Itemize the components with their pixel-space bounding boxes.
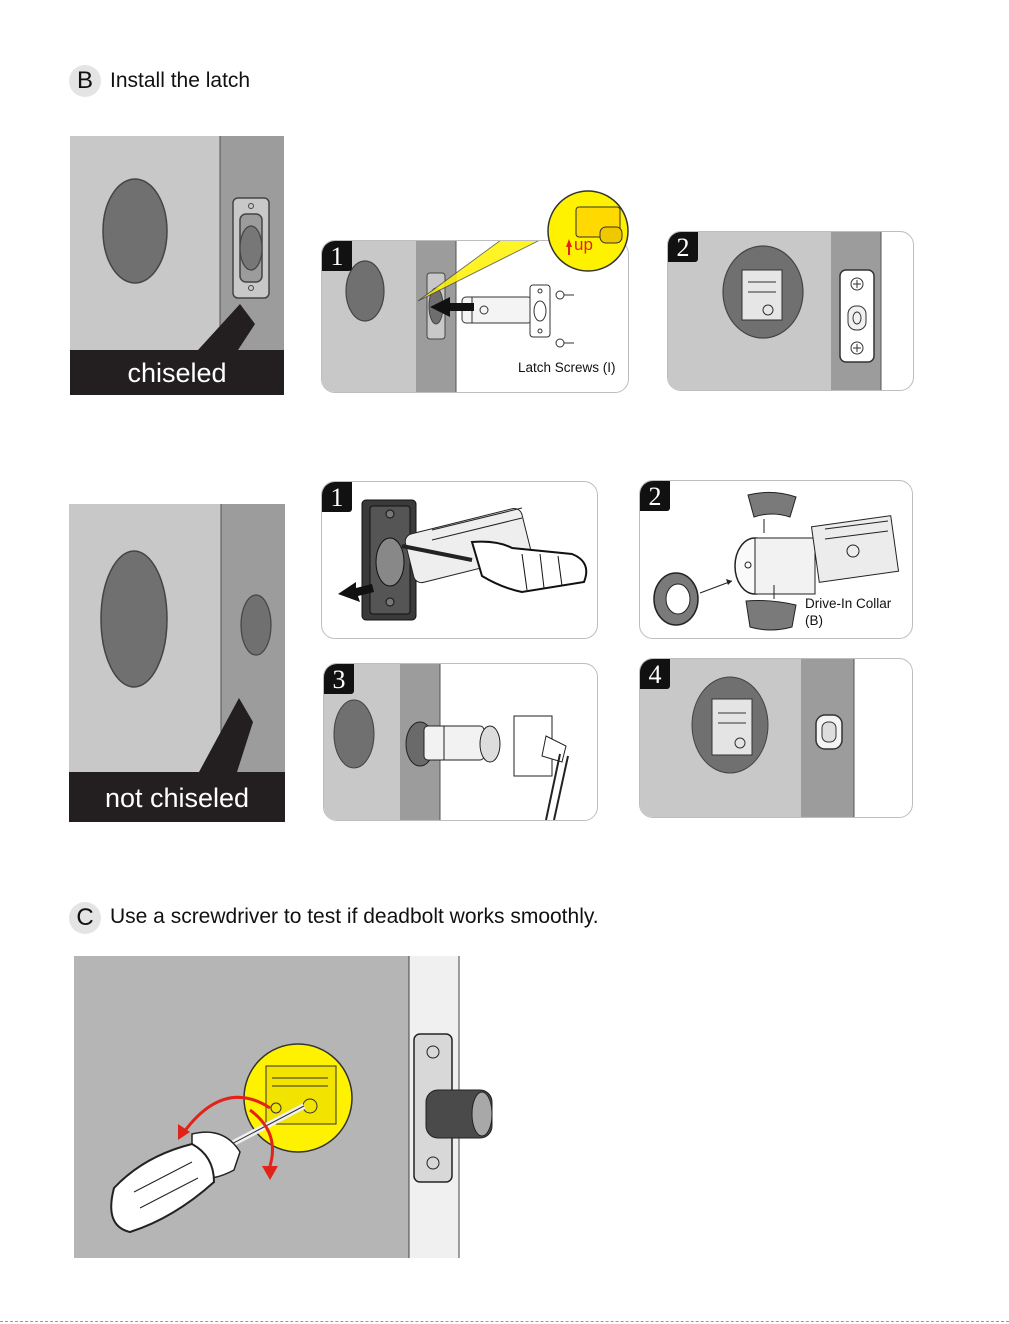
- page-bottom-border: [0, 1321, 1009, 1322]
- section-b-title: Install the latch: [110, 69, 250, 93]
- latch-direction-callout: up: [546, 189, 630, 273]
- drive-in-collar-label: Drive-In Collar: [805, 596, 891, 611]
- up-label: up: [574, 235, 593, 255]
- not-chiseled-step2-number: 2: [640, 481, 670, 511]
- not-chiseled-step4-number: 4: [640, 659, 670, 689]
- chiseled-label: chiseled: [70, 350, 284, 395]
- chiseled-step2-panel: 2: [667, 231, 914, 391]
- chiseled-step1-number: 1: [322, 241, 352, 271]
- not-chiseled-step4-panel: 4: [639, 658, 913, 818]
- not-chiseled-step1-number: 1: [322, 482, 352, 512]
- chiseled-step2-number: 2: [668, 232, 698, 262]
- not-chiseled-step3-number: 3: [324, 664, 354, 694]
- section-c-title: Use a screwdriver to test if deadbolt wo…: [110, 905, 599, 929]
- not-chiseled-step1-panel: 1: [321, 481, 598, 639]
- chiseled-door-illustration: chiseled: [70, 136, 284, 395]
- not-chiseled-step2-panel: 2 Drive-In Collar (B): [639, 480, 913, 639]
- drive-in-collar-id: (B): [805, 613, 823, 628]
- deadbolt-test-illustration: [74, 956, 504, 1258]
- not-chiseled-door-illustration: not chiseled: [69, 504, 285, 822]
- section-b-letter: B: [69, 65, 101, 97]
- latch-screws-label: Latch Screws (I): [518, 360, 616, 375]
- not-chiseled-label: not chiseled: [69, 772, 285, 822]
- section-c-letter: C: [69, 902, 101, 934]
- not-chiseled-step3-panel: 3: [323, 663, 598, 821]
